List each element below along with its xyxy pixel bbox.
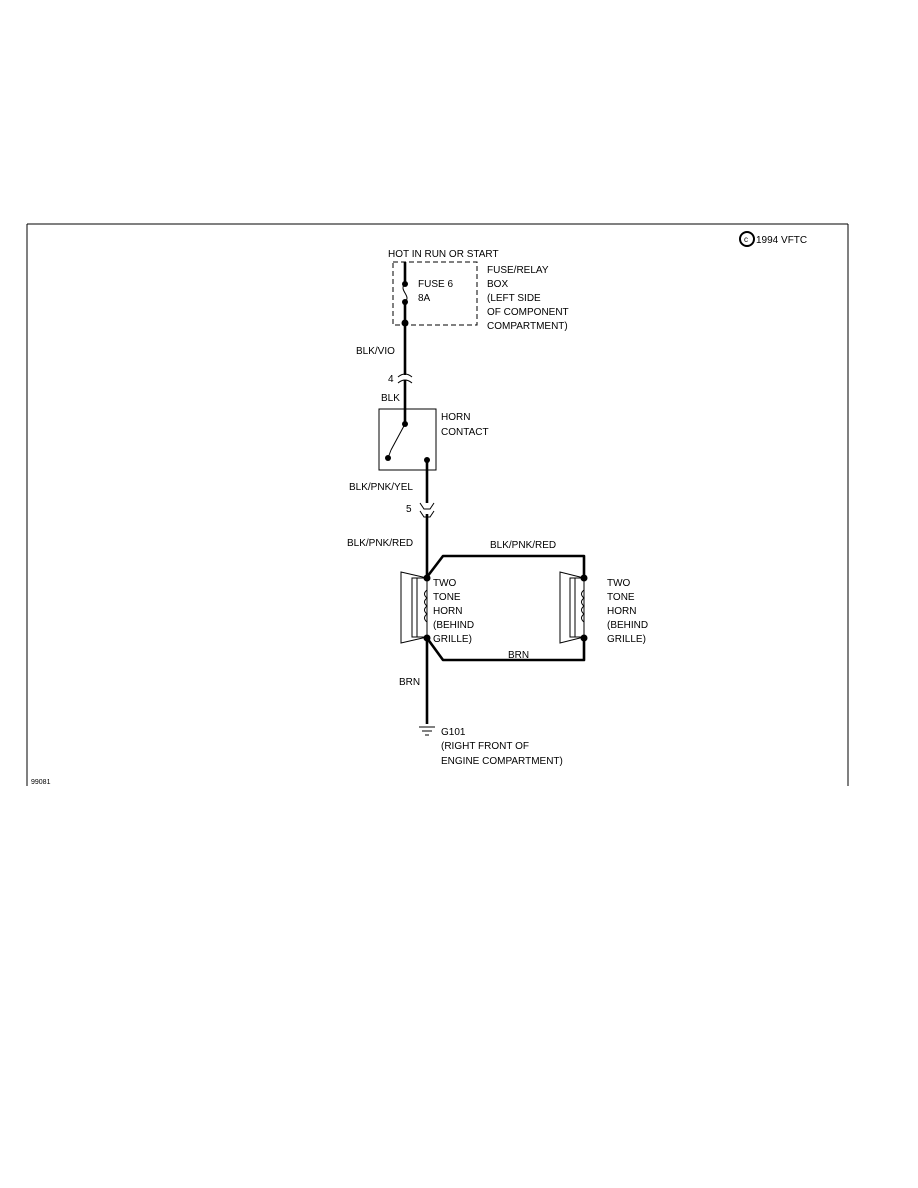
ground-id: G101 — [441, 727, 466, 738]
horn-left — [400, 571, 431, 644]
copyright-text: 1994 VFTC — [756, 235, 807, 246]
ground-icon — [419, 726, 435, 736]
wire-label-blk: BLK — [381, 393, 400, 404]
fuse-6 — [401, 262, 409, 327]
wire-label-brn-bus: BRN — [508, 650, 529, 661]
wire-blk-pnk-red-bus — [425, 554, 586, 578]
diagram-frame — [26, 223, 849, 786]
horn-left-coil — [424, 589, 428, 623]
figure-code: 99081 — [31, 779, 51, 786]
wire-brn-bus — [425, 637, 586, 662]
horn-right-coil — [581, 589, 585, 623]
connector-5-label: 5 — [406, 504, 412, 515]
power-label: HOT IN RUN OR START — [388, 249, 499, 260]
horn-right-label: TWO TONE HORN (BEHIND GRILLE) — [607, 578, 651, 645]
wire-label-blk-pnk-yel: BLK/PNK/YEL — [349, 482, 413, 493]
wire-label-blk-pnk-red-bus: BLK/PNK/RED — [490, 540, 556, 551]
fuse-rating: 8A — [418, 293, 431, 304]
fuse-relay-box-outline — [392, 261, 478, 326]
ground-location: (RIGHT FRONT OF ENGINE COMPARTMENT) — [441, 741, 563, 767]
fuse-box-label: FUSE/RELAY BOX (LEFT SIDE OF COMPONENT C… — [487, 265, 571, 332]
wire-label-blk-pnk-red-left: BLK/PNK/RED — [347, 538, 413, 549]
copyright-symbol: c — [744, 235, 748, 244]
horn-contact-switch — [385, 421, 430, 463]
horn-right — [559, 571, 588, 644]
copyright-mark: c 1994 VFTC — [739, 231, 807, 247]
horn-left-label: TWO TONE HORN (BEHIND GRILLE) — [433, 578, 477, 645]
horn-contact-label: HORN CONTACT — [441, 412, 489, 438]
horn-contact-box — [378, 408, 437, 471]
connector-4-label: 4 — [388, 374, 394, 385]
fuse-name: FUSE 6 — [418, 279, 453, 290]
wire-label-brn-ground: BRN — [399, 677, 420, 688]
wire-label-blk-vio: BLK/VIO — [356, 346, 395, 357]
